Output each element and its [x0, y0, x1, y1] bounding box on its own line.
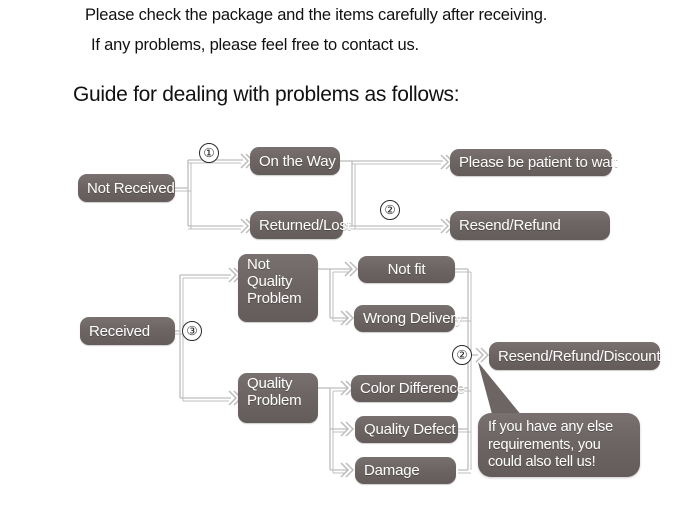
node-on-the-way[interactable]: On the Way [250, 147, 340, 175]
page-title: Guide for dealing with problems as follo… [73, 83, 460, 106]
node-color-difference[interactable]: Color Difference [351, 375, 465, 402]
arrowhead-outcome [475, 347, 490, 363]
speech-bubble-note: If you have any else requirements, you c… [478, 413, 640, 477]
step-marker-two-bottom: ② [452, 345, 472, 365]
arrowhead-notfit [344, 261, 359, 277]
arrowhead-damage [340, 462, 355, 478]
arrowhead-qualitydefect [340, 421, 355, 437]
node-please-be-patient[interactable]: Please be patient to wait [450, 149, 618, 176]
header-line-1: Please check the package and the items c… [85, 6, 548, 24]
step-marker-two-top: ② [380, 200, 400, 220]
step-marker-three: ③ [182, 321, 202, 341]
header-line-2: If any problems, please feel free to con… [91, 36, 419, 54]
node-quality-defect[interactable]: Quality Defect [355, 416, 458, 443]
arrowhead-wrongdelivery [340, 310, 355, 326]
node-resend-refund[interactable]: Resend/Refund [450, 211, 610, 240]
step-marker-one: ① [199, 143, 219, 163]
node-returned-lost[interactable]: Returned/Lost [250, 211, 351, 239]
node-wrong-delivery[interactable]: Wrong Delivery [354, 305, 463, 332]
speech-bubble-tail [478, 362, 522, 416]
node-not-fit[interactable]: Not fit [358, 256, 455, 283]
node-resend-refund-discount[interactable]: Resend/Refund/Discount [489, 342, 661, 370]
node-damage[interactable]: Damage [355, 457, 456, 484]
node-not-received[interactable]: Not Received [78, 174, 175, 202]
node-received[interactable]: Received [80, 317, 175, 345]
